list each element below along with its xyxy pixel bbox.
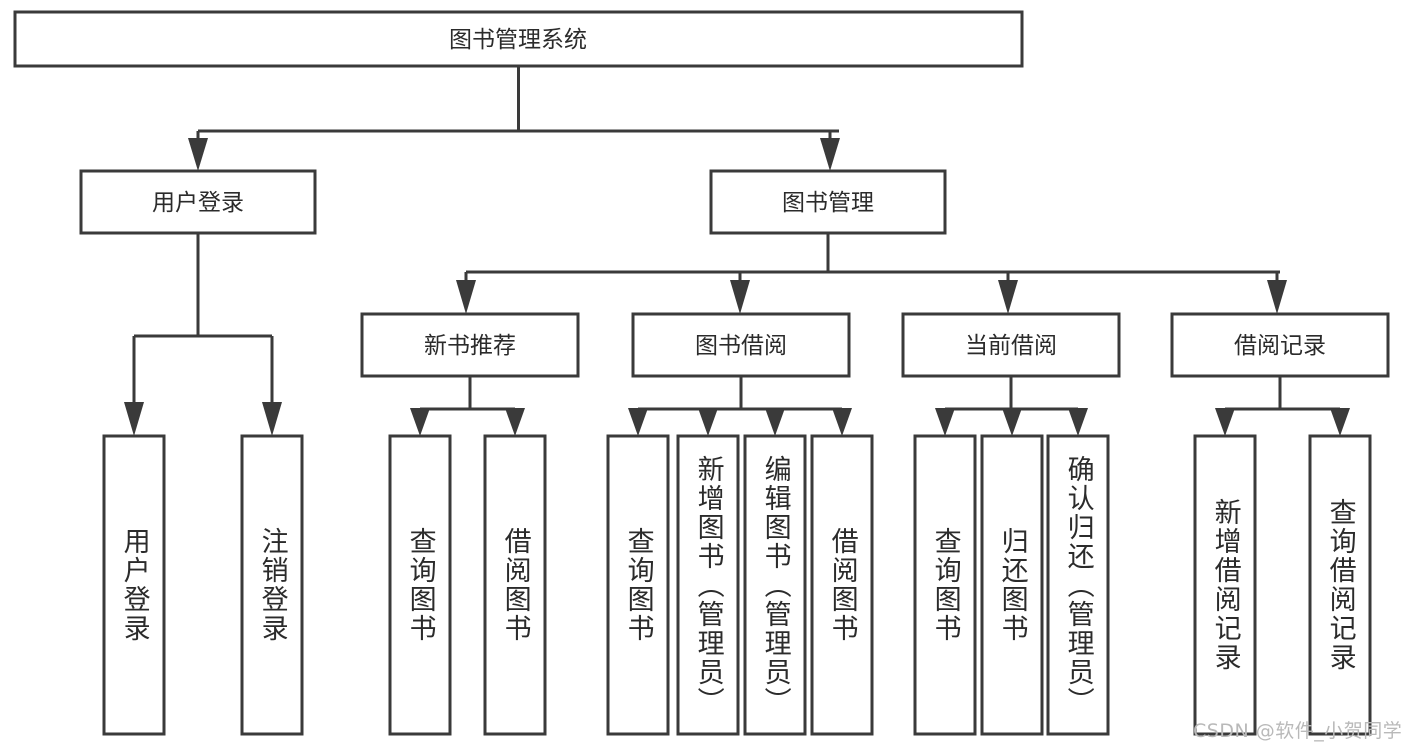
node-book-management-label: 图书管理	[782, 190, 874, 216]
leaf-box-add-book[interactable]	[676, 434, 740, 736]
arrowhead-new-book-recommend	[456, 280, 476, 314]
arrowhead-leaf-user-login	[124, 402, 144, 436]
arrowhead-leaf-query-book-current	[935, 408, 955, 436]
node-new-book-recommend-label: 新书推荐	[424, 333, 516, 359]
node-user-login[interactable]: 用户登录	[79, 169, 317, 235]
node-current-borrow[interactable]: 当前借阅	[901, 312, 1121, 378]
node-borrow-record-label: 借阅记录	[1234, 333, 1326, 359]
arrowhead-leaf-borrow-book	[832, 408, 852, 436]
leaf-box-query-book-borrow[interactable]	[606, 434, 670, 736]
node-root-label: 图书管理系统	[449, 27, 587, 53]
node-new-book-recommend[interactable]: 新书推荐	[360, 312, 580, 378]
leaf-box-query-book-current[interactable]	[913, 434, 977, 736]
node-book-borrow-label: 图书借阅	[695, 333, 787, 359]
leaf-box-add-borrow-record[interactable]	[1193, 434, 1257, 736]
node-book-borrow[interactable]: 图书借阅	[631, 312, 851, 378]
connector-group-book-management	[456, 233, 1287, 314]
node-user-login-label: 用户登录	[152, 190, 244, 216]
leaf-box-borrow-book-recommend[interactable]	[483, 434, 547, 736]
connector-group-borrow-record	[1215, 376, 1350, 436]
arrowhead-leaf-query-book-recommend	[410, 408, 430, 436]
node-book-management[interactable]: 图书管理	[709, 169, 947, 235]
leaf-box-return-book[interactable]	[980, 434, 1044, 736]
arrowhead-leaf-add-borrow-record	[1215, 408, 1235, 436]
watermark-text: CSDN @软件_小贺同学	[1193, 720, 1403, 742]
leaf-boxes	[102, 434, 1372, 736]
node-borrow-record[interactable]: 借阅记录	[1170, 312, 1390, 378]
leaf-box-user-login[interactable]	[102, 434, 166, 736]
node-borrow-record-box[interactable]	[1170, 312, 1390, 378]
arrowhead-borrow-record	[1267, 280, 1287, 314]
node-user-login-box[interactable]	[79, 169, 317, 235]
node-new-book-recommend-box[interactable]	[360, 312, 580, 378]
leaf-box-logout[interactable]	[240, 434, 304, 736]
leaf-box-confirm-return[interactable]	[1046, 434, 1110, 736]
node-book-borrow-box[interactable]	[631, 312, 851, 378]
leaf-box-edit-book[interactable]	[743, 434, 807, 736]
arrowhead-leaf-return-book	[1002, 408, 1022, 436]
leaf-box-borrow-book[interactable]	[810, 434, 874, 736]
arrowhead-leaf-edit-book	[765, 408, 785, 436]
node-root[interactable]: 图书管理系统	[13, 10, 1024, 68]
arrowhead-leaf-confirm-return	[1068, 408, 1088, 436]
arrowhead-book-borrow	[730, 280, 750, 314]
arrowhead-leaf-borrow-book-recommend	[505, 408, 525, 436]
connector-group-root	[188, 66, 840, 171]
connector-group-book-borrow	[628, 376, 852, 436]
node-book-management-box[interactable]	[709, 169, 947, 235]
node-current-borrow-label: 当前借阅	[965, 333, 1057, 359]
connector-group-current-borrow	[935, 376, 1088, 436]
leaf-box-query-book-recommend[interactable]	[388, 434, 452, 736]
leaf-box-query-borrow-record[interactable]	[1308, 434, 1372, 736]
connector-group-user-login	[124, 233, 282, 436]
arrowhead-leaf-logout	[262, 402, 282, 436]
arrowhead-user-login	[188, 138, 208, 171]
node-root-box[interactable]	[13, 10, 1024, 68]
arrowhead-leaf-add-book	[698, 408, 718, 436]
node-current-borrow-box[interactable]	[901, 312, 1121, 378]
connector-group-new-book-recommend	[410, 376, 525, 436]
arrowhead-leaf-query-book-borrow	[628, 408, 648, 436]
arrowhead-current-borrow	[998, 280, 1018, 314]
arrowhead-leaf-query-borrow-record	[1330, 408, 1350, 436]
arrowhead-book-management	[820, 138, 840, 171]
